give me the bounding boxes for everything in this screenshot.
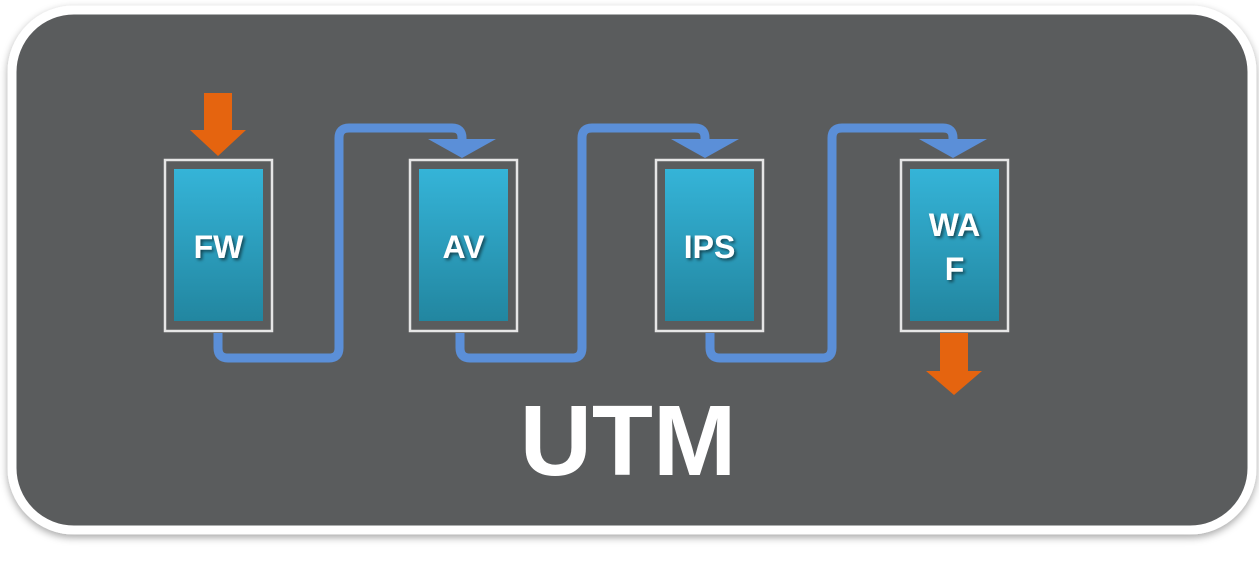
module-box bbox=[174, 169, 263, 321]
module-label: F bbox=[945, 251, 965, 287]
module-frame bbox=[899, 158, 1010, 333]
module-av: AV bbox=[408, 158, 519, 333]
flow-connector-av-to-ips bbox=[455, 123, 710, 363]
module-frame bbox=[163, 158, 274, 333]
module-box bbox=[419, 169, 508, 321]
flow-connector-fw-to-av bbox=[213, 123, 467, 363]
module-box bbox=[665, 169, 754, 321]
module-label: FW bbox=[194, 229, 245, 265]
security-modules: FW AV IPS WA F bbox=[163, 158, 1010, 333]
module-label: WA bbox=[929, 207, 981, 243]
module-frame bbox=[654, 158, 765, 333]
flow-connectors bbox=[213, 123, 987, 363]
module-ips: IPS bbox=[654, 158, 765, 333]
module-label: IPS bbox=[684, 229, 736, 265]
module-label: AV bbox=[442, 229, 485, 265]
flow-arrowhead-icon bbox=[919, 139, 987, 158]
module-fw: FW bbox=[163, 158, 274, 333]
module-frame bbox=[408, 158, 519, 333]
module-waf: WA F bbox=[899, 158, 1010, 333]
input-arrow-icon bbox=[190, 93, 246, 156]
output-arrow-icon bbox=[926, 333, 982, 395]
flow-arrowhead-icon bbox=[671, 139, 739, 158]
flow-arrowhead-icon bbox=[428, 139, 496, 158]
module-box bbox=[910, 169, 999, 321]
diagram-title: UTM bbox=[520, 385, 737, 497]
flow-connector-ips-to-waf bbox=[705, 123, 958, 363]
